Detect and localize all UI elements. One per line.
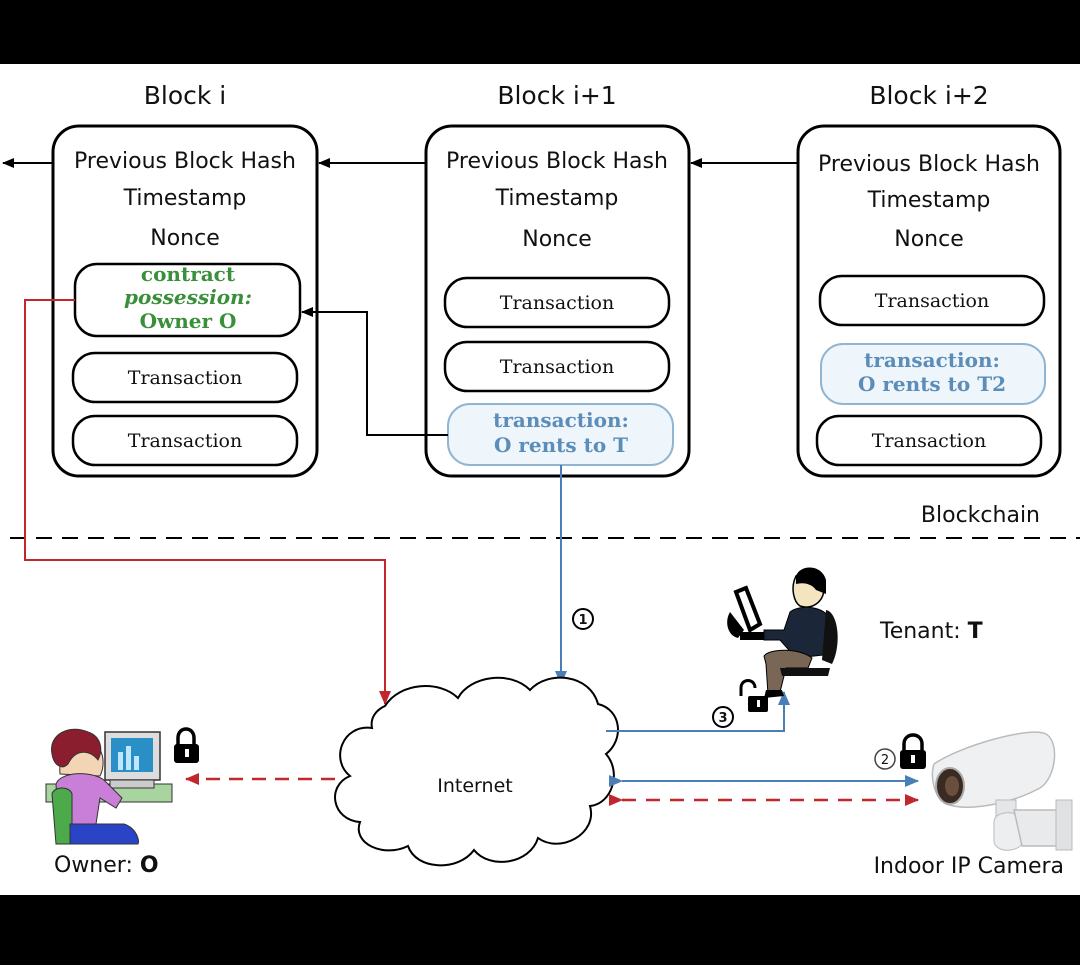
camera-label: Indoor IP Camera: [874, 854, 1064, 879]
block-title: Block i: [144, 81, 227, 110]
block-field: Nonce: [894, 227, 964, 252]
transaction-text: Transaction: [128, 430, 242, 452]
tenant-label: Tenant: T: [879, 619, 983, 644]
contract-text: possession:: [124, 285, 252, 309]
step-2-badge: [874, 748, 896, 770]
owner-label: Owner: O: [54, 853, 159, 878]
block-field: Timestamp: [495, 186, 619, 211]
contract-to-internet-line: [24, 299, 391, 705]
lock-closed-icon: [900, 733, 926, 769]
block-field: Previous Block Hash: [818, 152, 1040, 177]
transaction-text: Transaction: [500, 292, 614, 314]
ip-camera-icon: [931, 731, 1073, 851]
transaction-entry: [818, 274, 1046, 327]
transaction-text: Transaction: [500, 356, 614, 378]
rent-transaction-text: O rents to T: [494, 433, 628, 457]
block-field: Previous Block Hash: [446, 149, 668, 174]
step-1-number: 1: [578, 613, 587, 628]
block-title: Block i+2: [869, 81, 988, 110]
step-3-number: 3: [718, 711, 727, 726]
step-3-badge: [712, 706, 734, 728]
transaction-text: Transaction: [128, 367, 242, 389]
block-field: Timestamp: [867, 188, 991, 213]
transaction-text: Transaction: [872, 430, 986, 452]
transaction-entry: [443, 340, 671, 393]
lock-open-icon: [739, 679, 768, 712]
owner-person-icon: [45, 728, 173, 845]
step-2-number: 2: [881, 753, 889, 768]
transaction-entry: [71, 414, 299, 467]
diagram-svg: Block i Block i+1 Block i+2 Previous Blo…: [2, 81, 1080, 879]
contract-text: contract: [141, 262, 236, 286]
rent-transaction-entry: [820, 343, 1046, 405]
lock-closed-icon: [174, 727, 199, 763]
rent-transaction-text: transaction:: [864, 348, 1000, 372]
block-title: Block i+1: [497, 81, 616, 110]
internet-label: Internet: [437, 775, 512, 797]
step-1-badge: [572, 608, 594, 630]
internet-to-tenant-line: [606, 691, 790, 732]
block-field: Timestamp: [123, 186, 247, 211]
contract-reference-arrow: [301, 307, 448, 436]
transaction-entry: [71, 351, 299, 404]
rent-transaction-text: O rents to T2: [858, 372, 1006, 396]
diagram-canvas: Block i Block i+1 Block i+2 Previous Blo…: [0, 64, 1080, 895]
rent-transaction-text: transaction:: [493, 408, 629, 432]
internet-cloud-icon: [334, 676, 619, 867]
transaction-entry: [443, 276, 671, 329]
block-field: Nonce: [522, 227, 592, 252]
block-field: Nonce: [150, 226, 220, 251]
block-field: Previous Block Hash: [74, 149, 296, 174]
transaction-text: Transaction: [875, 290, 989, 312]
tenant-person-icon: [727, 567, 838, 698]
transaction-entry: [815, 414, 1043, 467]
blockchain-label: Blockchain: [921, 503, 1040, 528]
contract-text: Owner O: [140, 309, 237, 333]
